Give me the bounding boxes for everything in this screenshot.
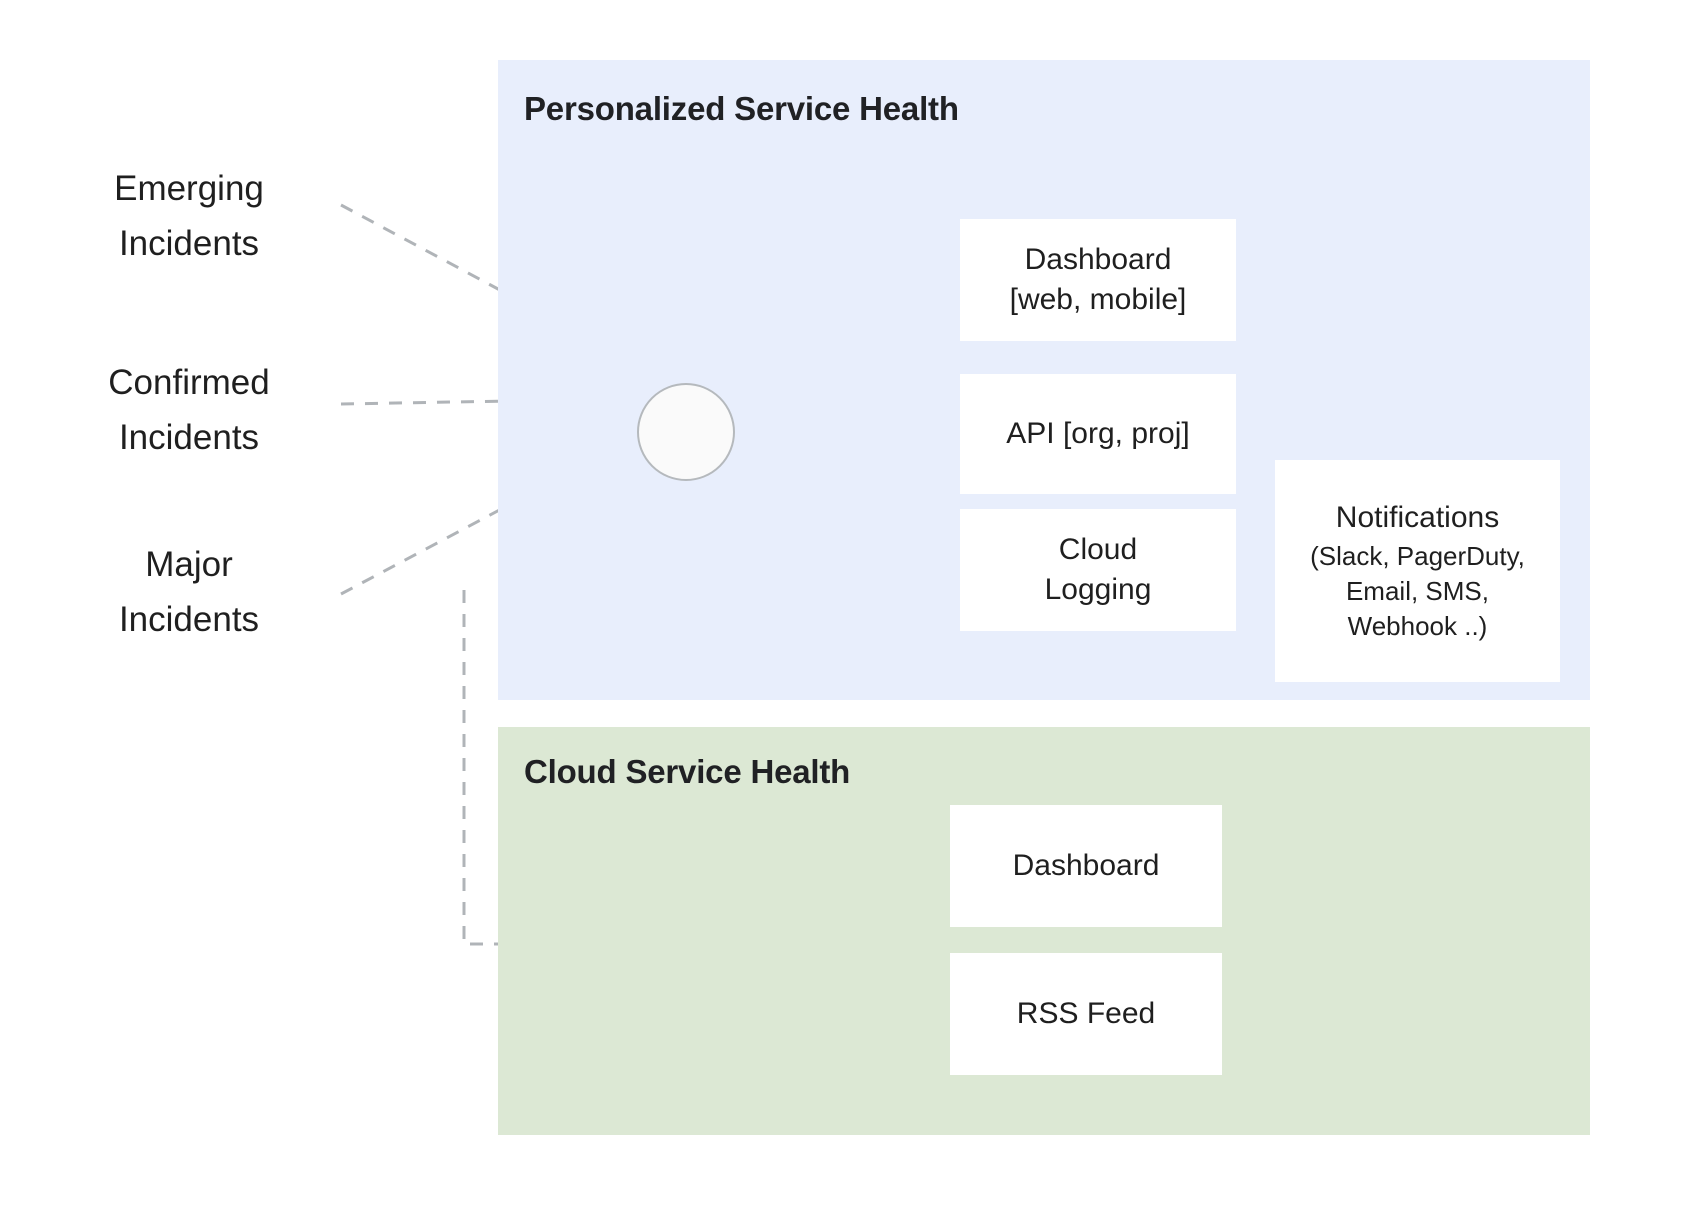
- source-label-confirmed-incidents: Confirmed Incidents: [108, 363, 270, 457]
- node-notifications[interactable]: Notifications (Slack, PagerDuty, Email, …: [1275, 460, 1560, 682]
- node-api-org-proj[interactable]: API [org, proj]: [960, 374, 1236, 494]
- notifications-title: Notifications: [1335, 500, 1500, 534]
- node-cloud-logging[interactable]: Cloud Logging: [960, 509, 1236, 631]
- source-label-emerging-incidents: Emerging Incidents: [114, 169, 264, 263]
- source-label-major-incidents: Major Incidents: [118, 545, 260, 639]
- service-health-hub-node: [637, 383, 735, 481]
- notifications-channels: (Slack, PagerDuty, Email, SMS, Webhook .…: [1310, 540, 1525, 642]
- panel-title-cloud-service-health: Cloud Service Health: [524, 753, 851, 790]
- node-cloud-dashboard[interactable]: Dashboard: [950, 805, 1222, 927]
- node-dashboard-web-mobile[interactable]: Dashboard [web, mobile]: [960, 219, 1236, 341]
- node-rss-feed[interactable]: RSS Feed: [950, 953, 1222, 1075]
- panel-title-personalized-service-health: Personalized Service Health: [524, 90, 959, 127]
